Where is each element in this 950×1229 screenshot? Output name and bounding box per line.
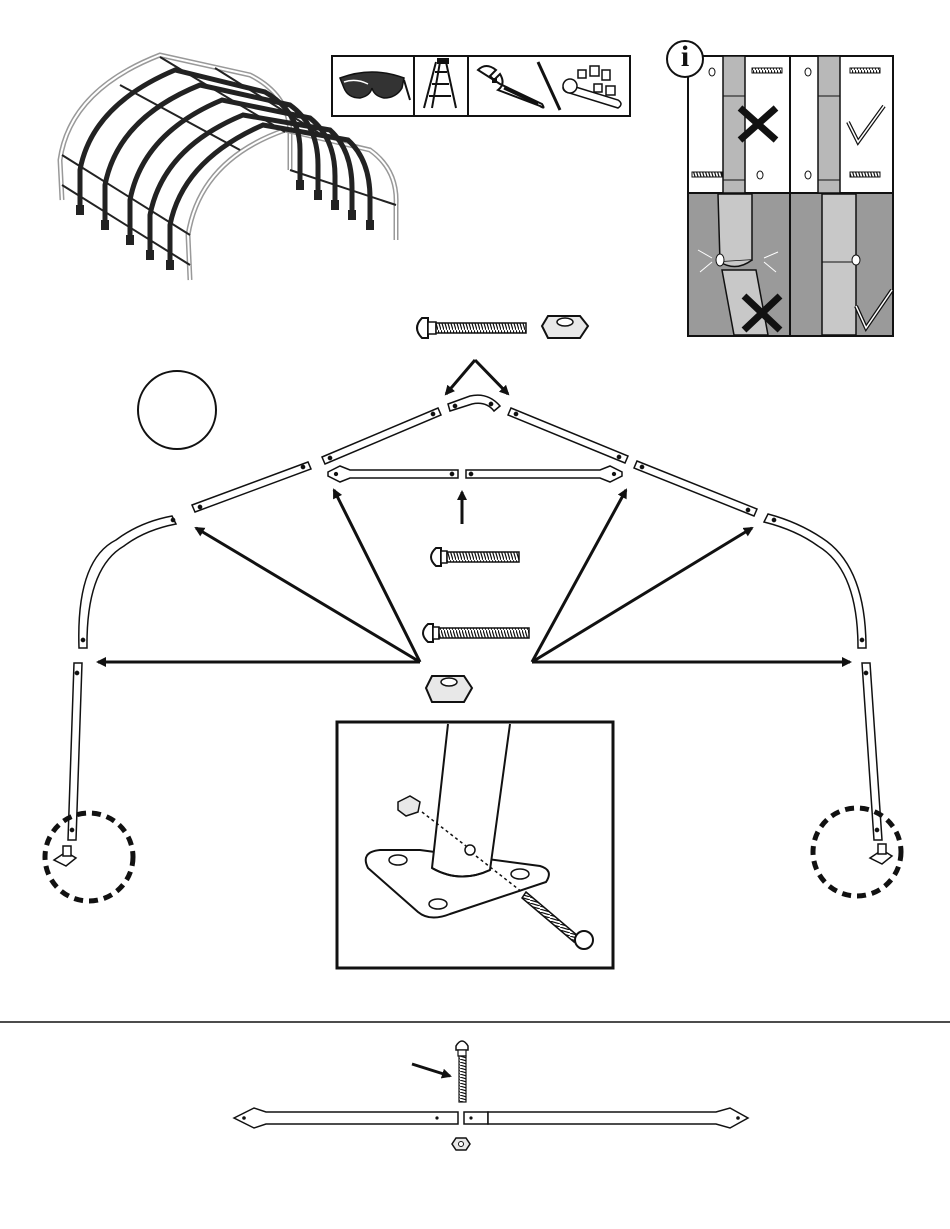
middle-hardware: [423, 548, 529, 702]
top-hardware: [417, 316, 588, 338]
step-number-circle: [138, 371, 216, 449]
carriage-bolt-icon: [417, 318, 526, 338]
hex-nut-icon: [426, 676, 472, 702]
hex-nut-icon: [542, 316, 588, 338]
left-base-detail: [45, 813, 133, 901]
long-carriage-bolt-icon: [423, 624, 529, 642]
bolt-check-panel: [667, 41, 893, 336]
info-letter: i: [668, 40, 702, 74]
small-hex-nut-icon: [452, 1138, 470, 1150]
crossbar-detail: [234, 1041, 748, 1150]
short-carriage-bolt-icon: [431, 548, 519, 566]
crossbar-assembly: [328, 466, 622, 482]
tools-panel: [332, 56, 630, 116]
vertical-carriage-bolt-icon: [456, 1041, 468, 1102]
right-base-detail: [813, 808, 901, 896]
base-plate-detail-inset: [337, 722, 613, 968]
bolt-check-incorrect-2: [689, 194, 789, 335]
bolt-check-correct-2: [791, 194, 892, 335]
